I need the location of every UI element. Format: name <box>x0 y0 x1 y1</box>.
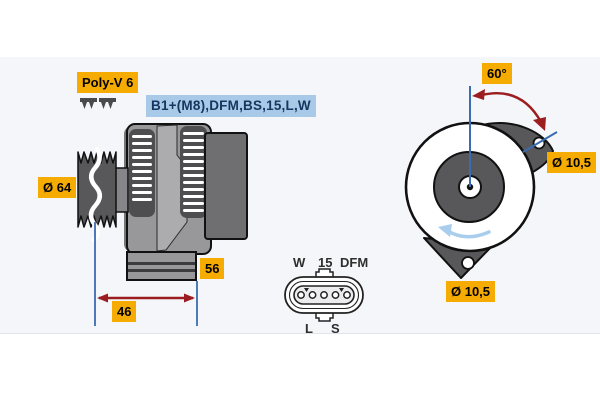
terminals-label: B1+(M8),DFM,BS,15,L,W <box>146 95 316 117</box>
connector-pins <box>297 291 351 299</box>
belt-type-label: Poly-V 6 <box>77 72 139 93</box>
connector-pin-label-dfm: DFM <box>340 255 369 270</box>
mounting-angle-label: 60° <box>482 63 512 84</box>
width-dimension-label: 46 <box>112 301 137 322</box>
connector-pin-label-s: S <box>331 321 340 336</box>
belt-profile-icon <box>80 98 116 109</box>
dimension-lines-front <box>469 86 558 187</box>
connector-pin-label-w: W <box>293 255 306 270</box>
connector-drawing <box>284 268 364 322</box>
connector-pin-label-l: L <box>305 321 313 336</box>
pulley-diameter-label: Ø 64 <box>38 177 77 198</box>
bottom-hole-diameter-label: Ø 10,5 <box>446 281 496 302</box>
dimension-lines-side <box>94 222 198 326</box>
top-hole-diameter-label: Ø 10,5 <box>547 152 597 173</box>
connector-pin-label-15: 15 <box>318 255 333 270</box>
depth-dimension-label: 56 <box>200 258 225 279</box>
alternator-side-view <box>77 123 248 281</box>
